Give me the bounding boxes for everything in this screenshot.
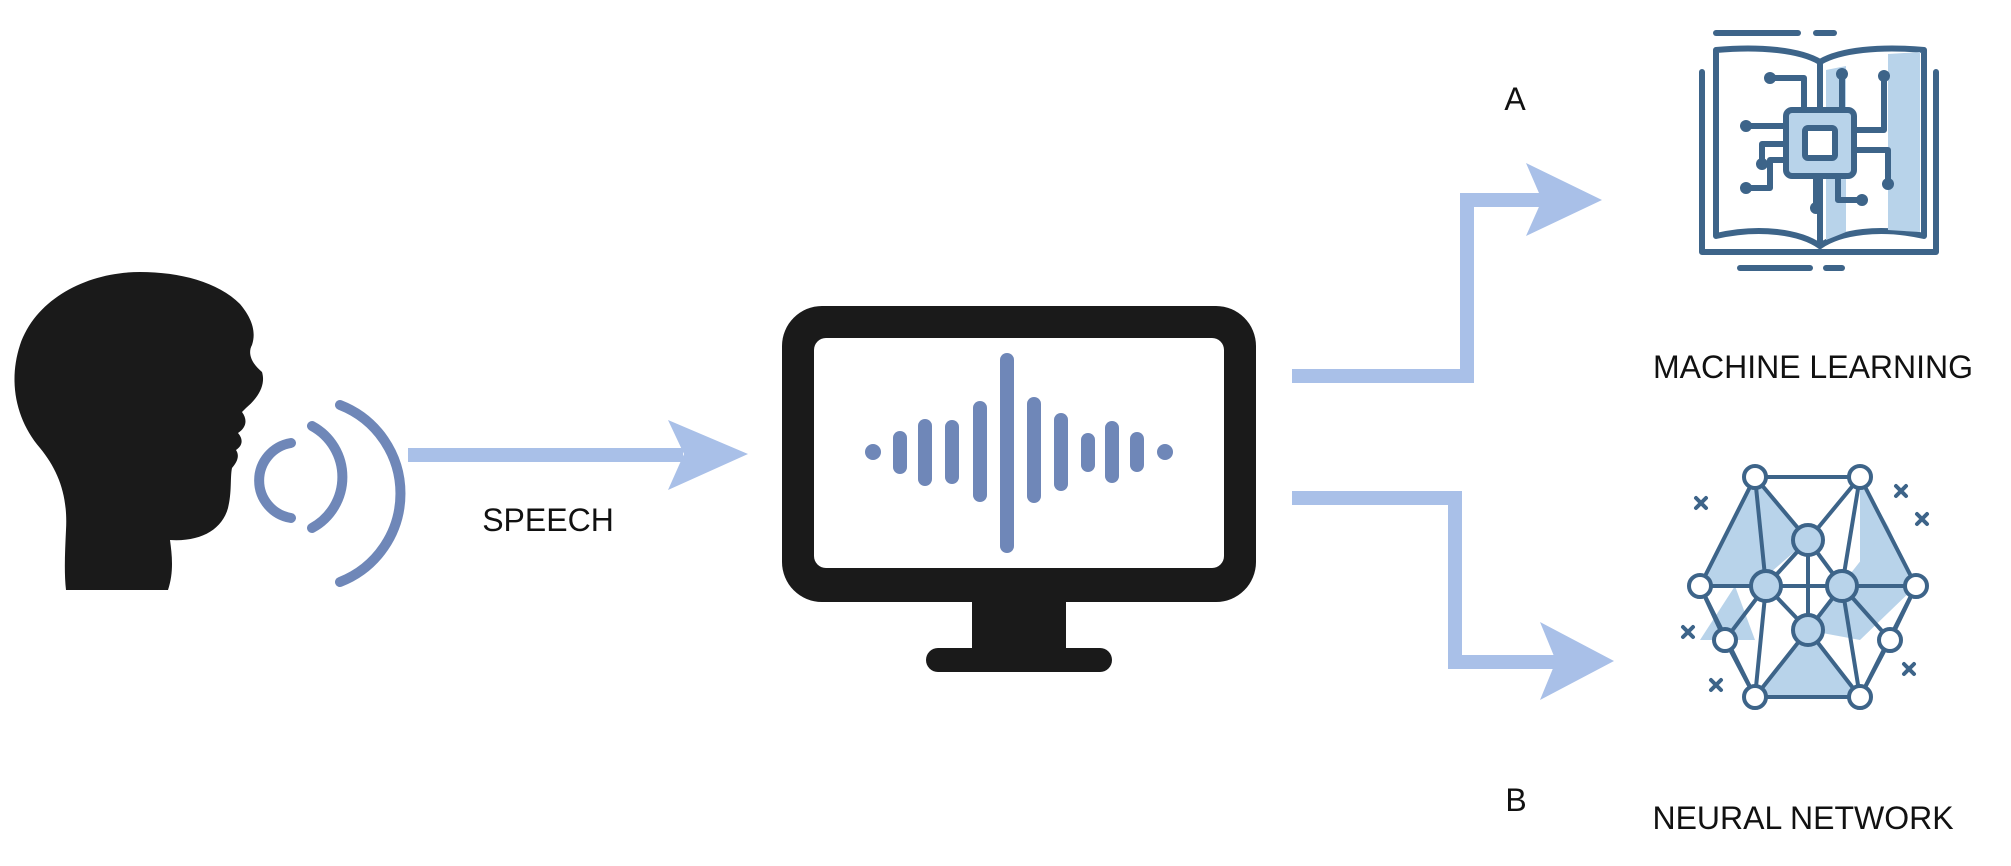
neural-network-icon	[1681, 464, 1929, 710]
neural-network-label: NEURAL NETWORK	[1652, 800, 1953, 836]
sound-waves-icon	[254, 400, 406, 587]
waveform	[865, 353, 1173, 553]
speech-arrow	[408, 420, 748, 490]
speaking-head-icon	[14, 272, 264, 590]
monitor-waveform-icon	[782, 306, 1256, 672]
sound-wave-small	[254, 438, 296, 523]
branch-b-label: B	[1505, 782, 1526, 818]
branch-a-label: A	[1504, 81, 1526, 117]
arrow-to-machine-learning	[1292, 163, 1602, 383]
arrow-to-neural-network	[1292, 491, 1614, 700]
book-chip-icon	[1699, 30, 1939, 271]
machine-learning-label: MACHINE LEARNING	[1653, 349, 1973, 385]
speech-label: SPEECH	[482, 502, 614, 538]
sound-wave-large	[335, 400, 406, 587]
sound-wave-medium	[307, 421, 348, 533]
